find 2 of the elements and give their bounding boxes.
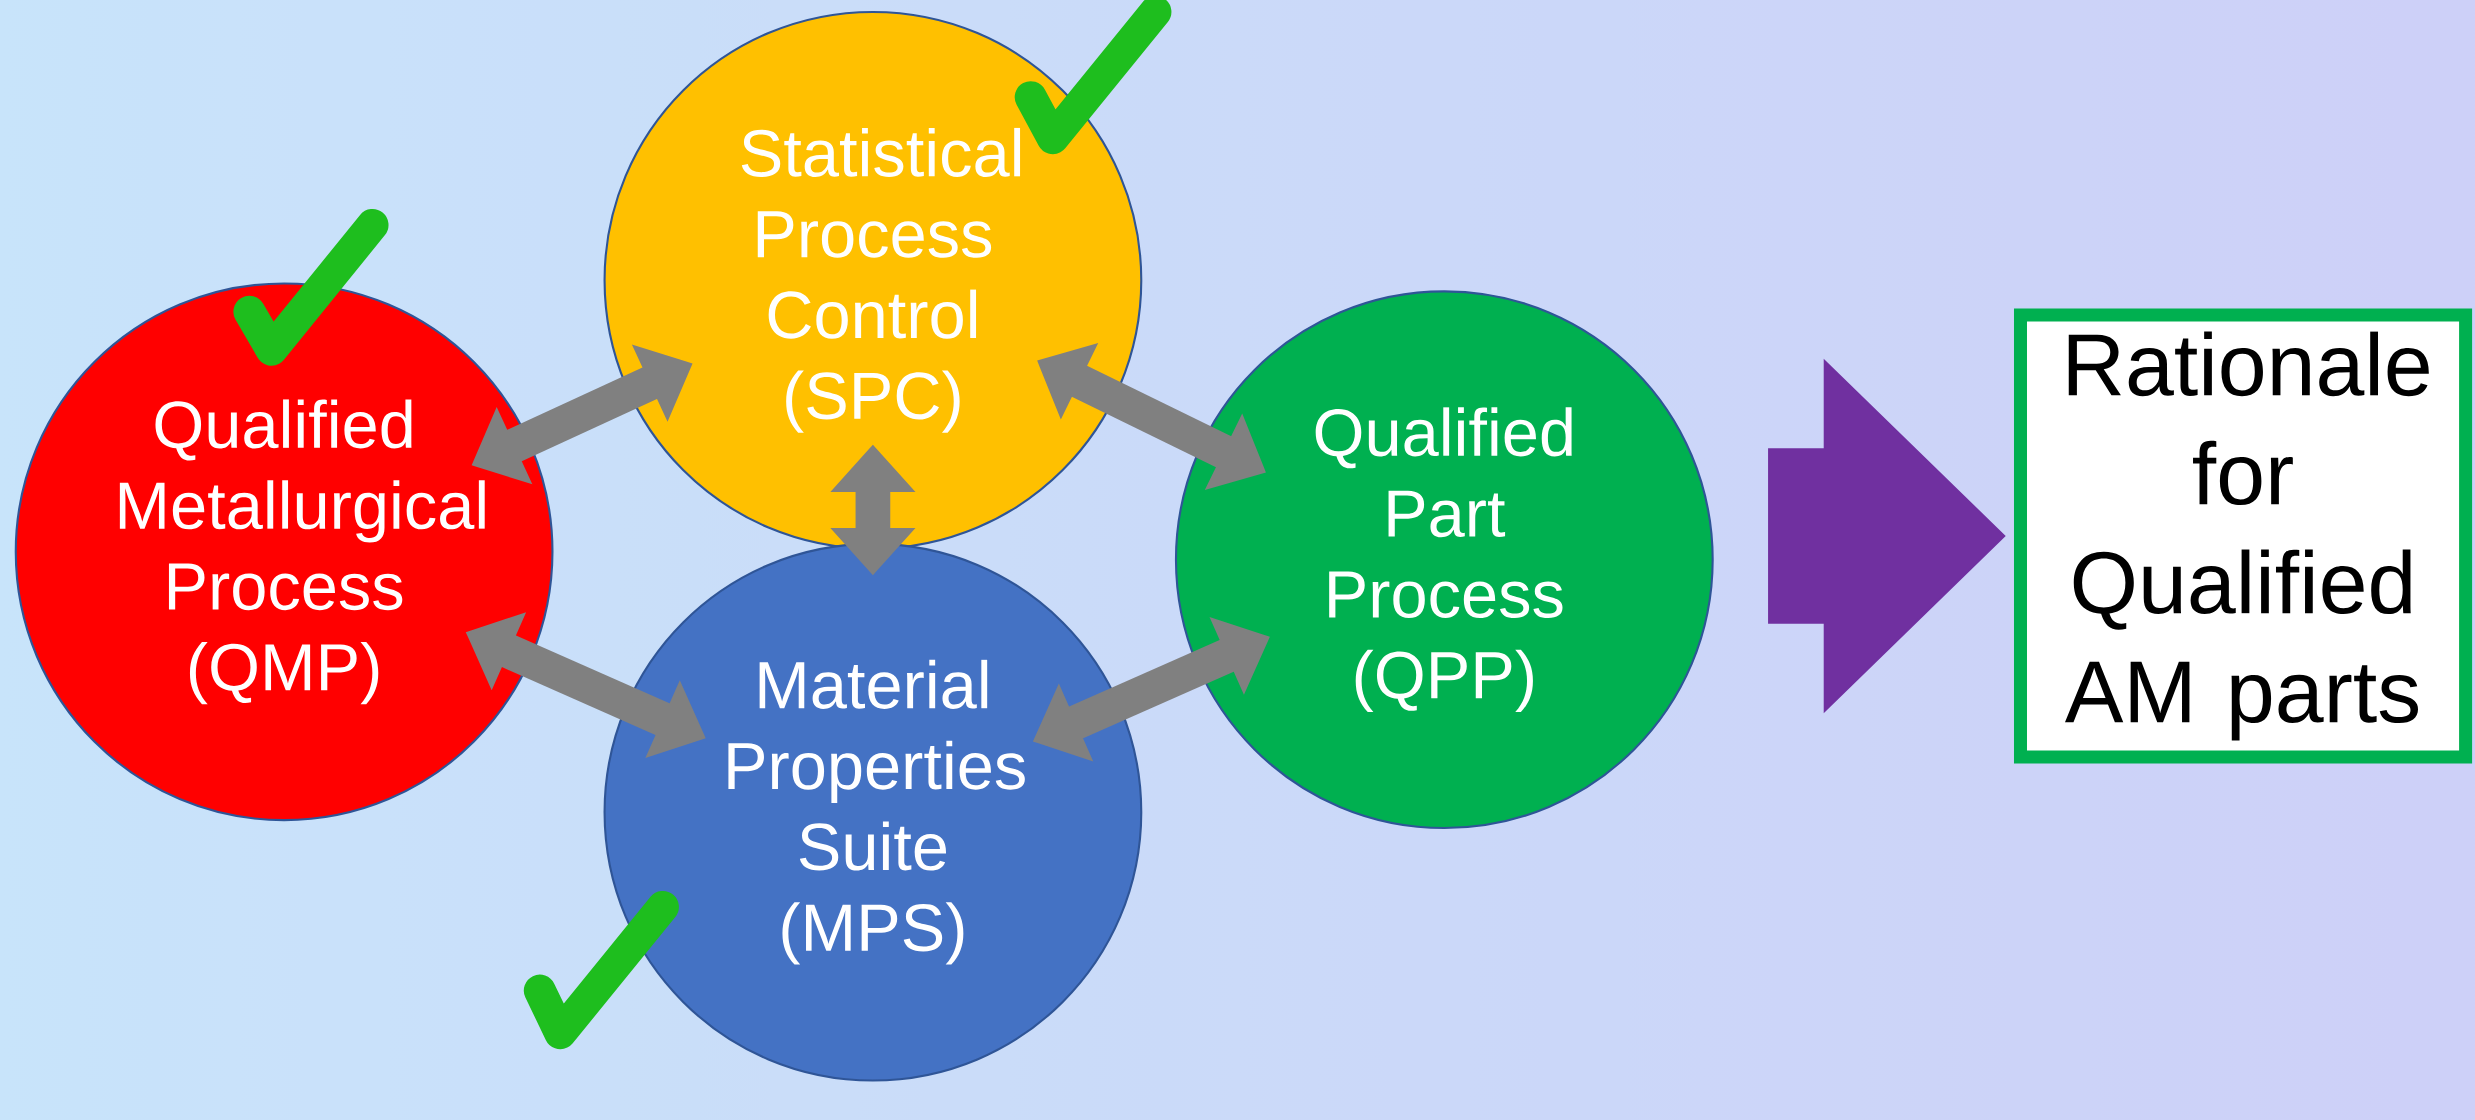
result-box: Rationale for Qualified AM parts — [2014, 308, 2473, 764]
block-arrow — [1768, 358, 2006, 714]
